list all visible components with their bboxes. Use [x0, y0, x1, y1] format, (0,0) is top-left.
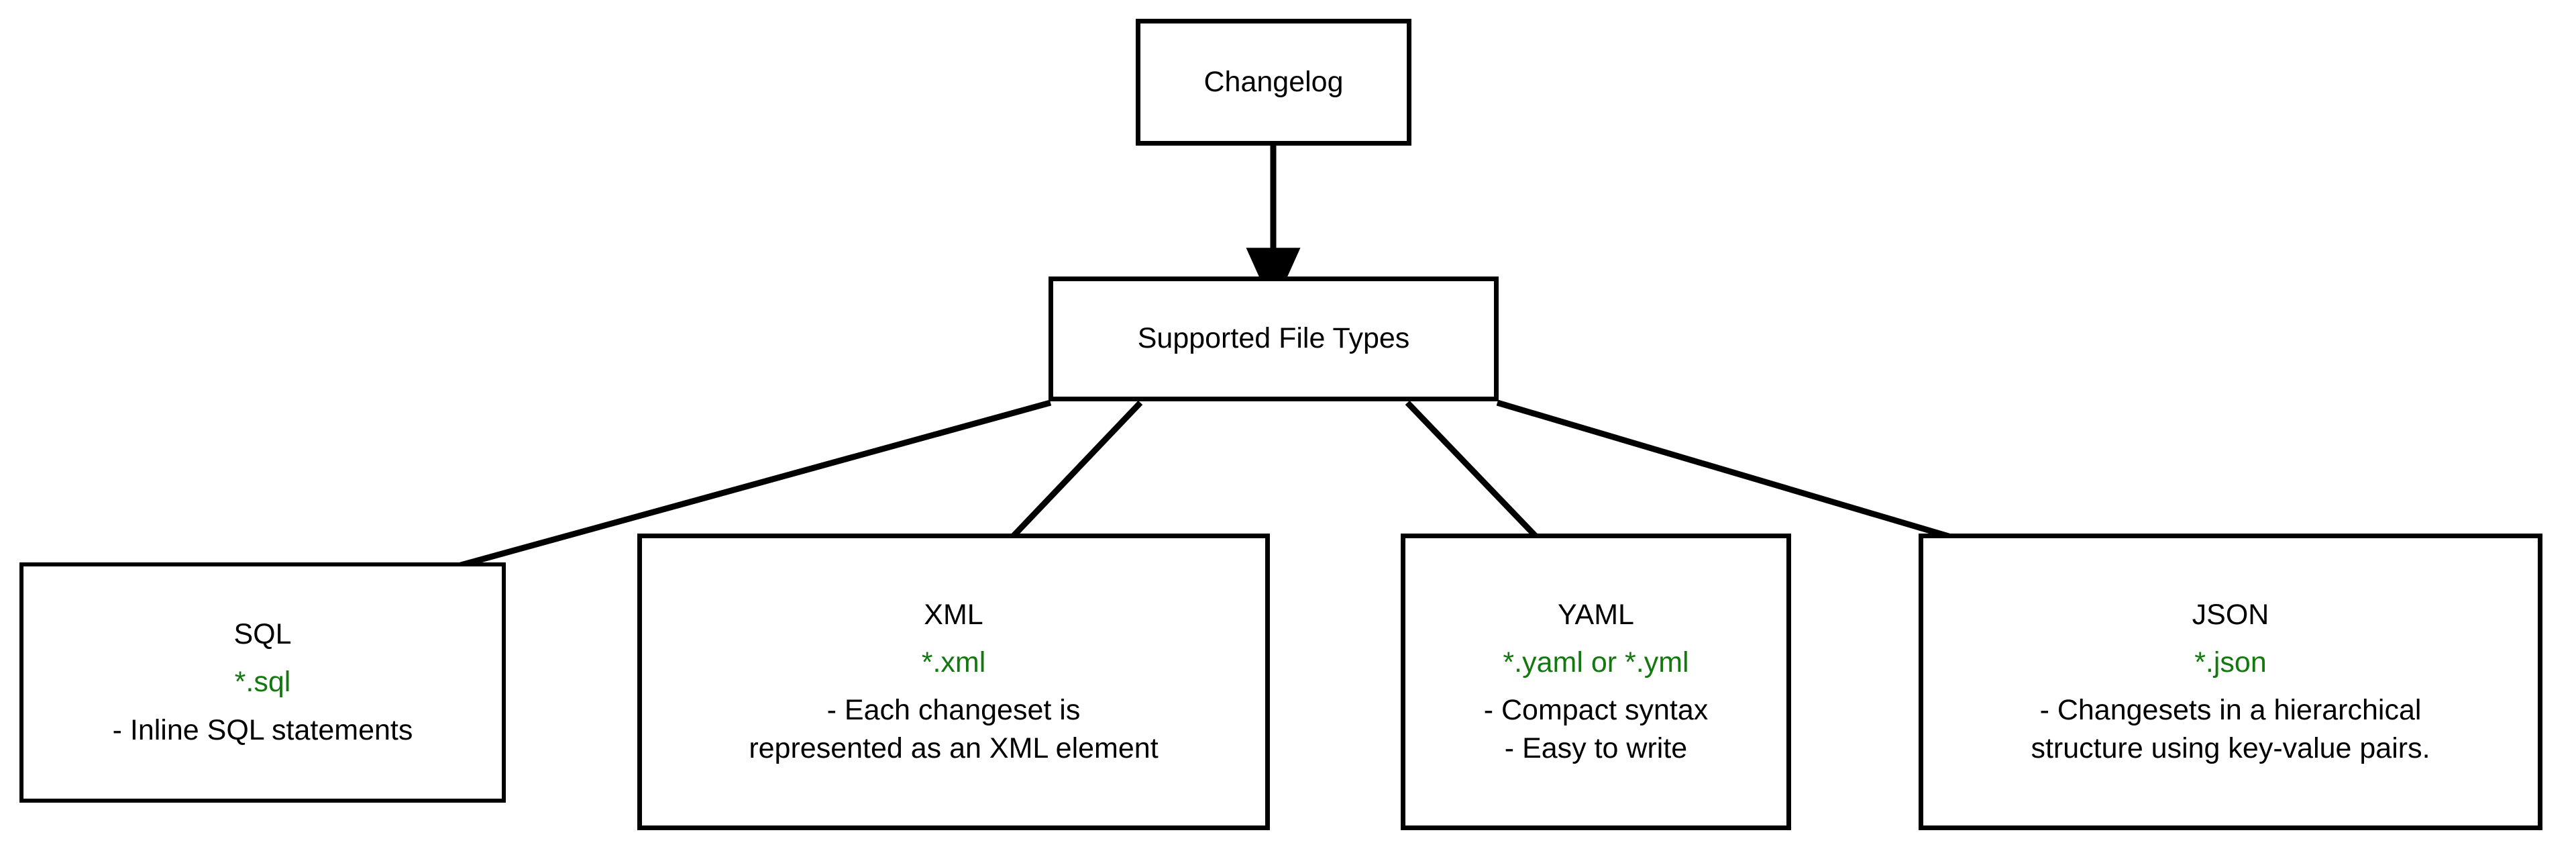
- node-json[interactable]: JSON *.json - Changesets in a hierarchic…: [1919, 534, 2542, 830]
- node-supported-file-types[interactable]: Supported File Types: [1049, 277, 1499, 401]
- node-changelog[interactable]: Changelog: [1136, 19, 1411, 146]
- node-json-title: JSON: [2192, 598, 2269, 631]
- node-json-description-line-1: - Changesets in a hierarchical: [2039, 694, 2422, 726]
- node-xml-title: XML: [924, 598, 983, 631]
- node-yaml-description-line-1: - Compact syntax: [1483, 694, 1709, 726]
- node-yaml-title: YAML: [1558, 598, 1634, 631]
- node-sql-title: SQL: [233, 618, 292, 651]
- node-xml-description-line-2: represented as an XML element: [749, 732, 1159, 765]
- node-json-extension: *.json: [2194, 646, 2267, 679]
- node-yaml-description-line-2: - Easy to write: [1504, 732, 1688, 765]
- node-xml-extension: *.xml: [921, 646, 986, 679]
- node-sql-extension: *.sql: [234, 666, 291, 699]
- node-supported-file-types-title: Supported File Types: [1137, 322, 1410, 355]
- node-sql-description-line-1: - Inline SQL statements: [112, 713, 413, 746]
- node-xml[interactable]: XML *.xml - Each changeset is represente…: [637, 534, 1270, 830]
- node-json-description-line-2: structure using key-value pairs.: [2031, 732, 2430, 765]
- node-xml-description-line-1: - Each changeset is: [826, 694, 1081, 726]
- node-sql[interactable]: SQL *.sql - Inline SQL statements: [19, 562, 506, 803]
- node-changelog-title: Changelog: [1203, 65, 1344, 98]
- node-yaml-extension: *.yaml or *.yml: [1503, 646, 1689, 679]
- node-yaml[interactable]: YAML *.yaml or *.yml - Compact syntax - …: [1401, 534, 1791, 830]
